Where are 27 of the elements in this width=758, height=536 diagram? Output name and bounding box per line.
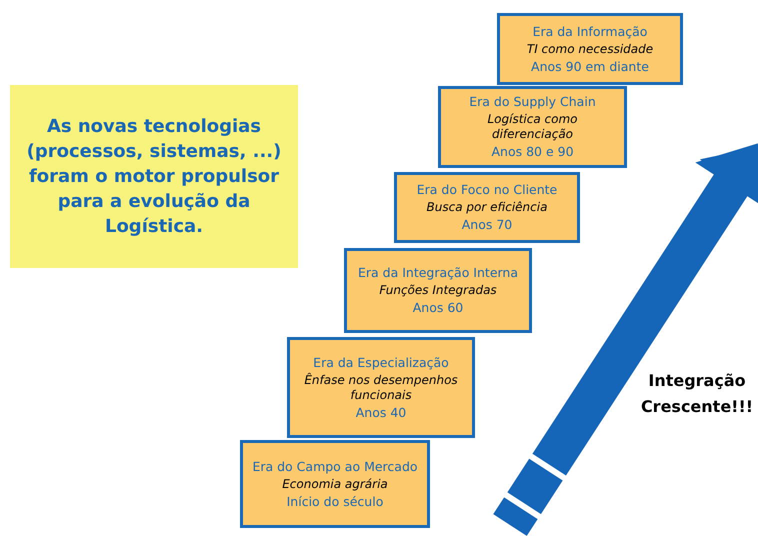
era-step-box [240,440,430,528]
era-period: Anos 60 [412,300,464,316]
era-step-box [438,86,627,168]
era-title: Era da Integração Interna [358,265,518,281]
era-period: Anos 70 [462,217,512,233]
era-title: Era da Especialização [313,354,449,370]
era-description: TI como necessidade [526,42,654,56]
era-title: Era do Campo ao Mercado [252,458,418,474]
era-period: Anos 80 e 90 [491,144,574,160]
era-title: Era da Informação [532,24,648,40]
era-step-box [287,337,475,438]
note-box [10,85,298,268]
era-title: Era do Foco no Cliente [416,182,558,198]
era-period: Início do século [286,494,384,510]
era-description: Funções Integradas [379,283,497,298]
arrow-caption: Integração Crescente!!! [640,370,754,418]
era-description: Ênfase nos desempenhos funcionais [303,372,459,402]
note-text: As novas tecnologias (processos, sistemas, ...) foram o motor propulsor para a evolução da Logística. [26,115,282,239]
era-period: Anos 90 em diante [531,58,649,74]
era-description: Logística como diferenciação [486,112,578,142]
era-description: Economia agrária [282,476,388,492]
era-period: Anos 40 [356,404,406,420]
era-title: Era do Supply Chain [469,94,596,110]
era-description: Busca por eficiência [426,200,548,215]
era-step-box [497,13,683,85]
era-step-box [344,248,532,333]
era-step-box [394,172,580,243]
